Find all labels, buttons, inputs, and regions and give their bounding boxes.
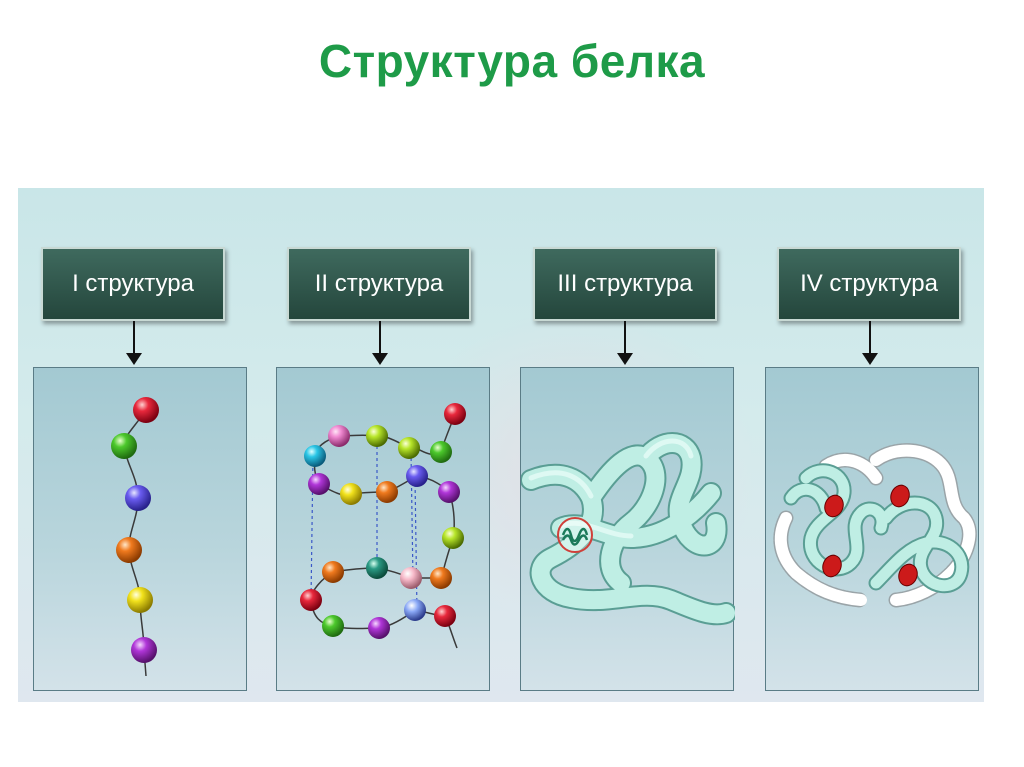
arrow-down-icon (617, 321, 633, 365)
secondary-structure-box (276, 367, 490, 691)
arrow-down-icon (372, 321, 388, 365)
header-label: I структура (72, 270, 194, 297)
header-quaternary-structure: IV структура (777, 247, 961, 321)
diagram-panel: I структура II структура III структура I… (18, 188, 984, 702)
tertiary-fold-illustration (521, 432, 735, 626)
quaternary-assembly-illustration (773, 443, 977, 608)
header-label: IV структура (800, 270, 938, 297)
amino-acid-chain-illustration (111, 397, 159, 677)
header-label: III структура (557, 270, 693, 297)
alpha-helix-illustration (300, 403, 466, 649)
primary-structure-box (33, 367, 247, 691)
tertiary-structure-box (520, 367, 735, 691)
header-label: II структура (314, 270, 444, 297)
quaternary-structure-box (765, 367, 979, 691)
header-tertiary-structure: III структура (533, 247, 717, 321)
arrow-down-icon (126, 321, 142, 365)
header-secondary-structure: II структура (287, 247, 471, 321)
page-title: Структура белка (318, 35, 706, 87)
header-primary-structure: I структура (41, 247, 225, 321)
arrow-down-icon (862, 321, 878, 365)
